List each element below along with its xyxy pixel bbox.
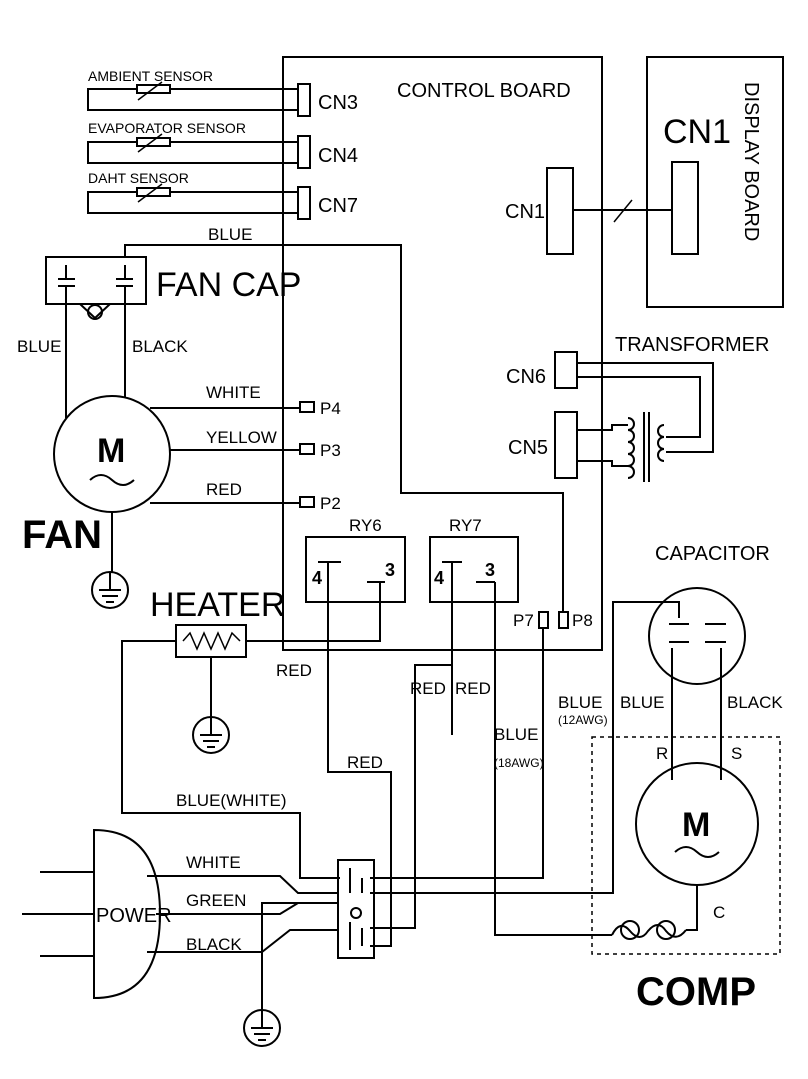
p3-label: P3: [320, 441, 341, 460]
blue-top-wire: [124, 244, 564, 612]
display-board-label: DISPLAY BOARD: [740, 82, 762, 241]
blue-white-label: BLUE(WHITE): [176, 791, 287, 810]
bus-slash: [613, 199, 633, 223]
red-mid-label: RED: [347, 753, 383, 772]
fan-cap-label: FAN CAP: [156, 266, 301, 304]
ry7-pin3: 3: [485, 560, 495, 580]
ry7-relay: [429, 536, 519, 603]
heater-label: HEATER: [150, 586, 285, 624]
yellow-fan-label: YELLOW: [206, 428, 277, 447]
red-ry7-b-label: RED: [455, 679, 491, 698]
cn4-connector: [297, 135, 311, 169]
cn4-label: CN4: [318, 145, 358, 167]
black-fan-label: BLACK: [132, 337, 188, 356]
p8-pin: [558, 611, 569, 629]
thermal-fuse-icon: [611, 920, 687, 940]
red-ry7-a-label: RED: [410, 679, 446, 698]
motor-icon: M: [97, 432, 125, 470]
green-power-label: GREEN: [186, 891, 246, 910]
ground-icon: [91, 571, 129, 609]
blue-top-wire-label: BLUE: [208, 225, 252, 244]
cn5-connector: [554, 411, 578, 479]
display-board-cn1-label: CN1: [663, 113, 731, 151]
black-power-label: BLACK: [186, 935, 242, 954]
fan-cap-clip: [79, 303, 111, 320]
cn3-label: CN3: [318, 92, 358, 114]
evaporator-sensor-label: EVAPORATOR SENSOR: [88, 120, 246, 136]
ry6-pin3: 3: [385, 560, 395, 580]
ry7-pin4: 4: [434, 568, 444, 588]
p3-pin: [299, 443, 315, 455]
cn5-label: CN5: [508, 437, 548, 459]
cn7-label: CN7: [318, 195, 358, 217]
blue-fan-label: BLUE: [17, 337, 61, 356]
transformer-icon: [627, 412, 665, 482]
resistor-icon: [182, 631, 241, 651]
compressor-box: [591, 736, 781, 955]
black-cap-label: BLACK: [727, 693, 783, 712]
capacitor: [648, 587, 746, 685]
red-fan-label: RED: [206, 480, 242, 499]
blue-12awg-label: BLUE: [558, 693, 602, 712]
blue-cap-label: BLUE: [620, 693, 664, 712]
ground-icon: [243, 1009, 281, 1047]
red-heater-label: RED: [276, 661, 312, 680]
evaporator-sensor-thermistor: [136, 137, 171, 147]
p2-label: P2: [320, 494, 341, 513]
cn6-connector: [554, 351, 578, 389]
p7-pin: [538, 611, 549, 629]
cn1-connector: [546, 167, 574, 255]
comp-r-label: R: [656, 744, 668, 763]
ry7-label: RY7: [449, 516, 482, 535]
fan-label: FAN: [22, 513, 102, 557]
awg18-label: (18AWG): [494, 756, 544, 770]
control-board: [282, 56, 603, 651]
blue-18awg-label: BLUE: [494, 725, 538, 744]
fan-cap: [45, 256, 147, 305]
power-label: POWER: [96, 905, 172, 927]
cn7-connector: [297, 186, 311, 220]
display-cn1-connector: [671, 161, 699, 255]
control-board-label: CONTROL BOARD: [397, 80, 571, 102]
heater: [175, 624, 247, 658]
cn1-label: CN1: [505, 201, 545, 223]
p2-pin: [299, 496, 315, 508]
capacitor-label: CAPACITOR: [655, 543, 770, 565]
daht-sensor-thermistor: [136, 187, 171, 197]
p4-label: P4: [320, 399, 341, 418]
display-board: [646, 56, 784, 308]
p7-label: P7: [513, 611, 534, 630]
cn6-label: CN6: [506, 366, 546, 388]
p8-label: P8: [572, 611, 593, 630]
white-fan-label: WHITE: [206, 383, 261, 402]
terminal-block: [337, 859, 375, 959]
ry6-pin4: 4: [312, 568, 322, 588]
ry6-label: RY6: [349, 516, 382, 535]
ground-icon: [192, 716, 230, 754]
transformer-label: TRANSFORMER: [615, 334, 769, 356]
comp-label: COMP: [636, 970, 756, 1014]
daht-sensor-label: DAHT SENSOR: [88, 170, 189, 186]
ambient-sensor-label: AMBIENT SENSOR: [88, 68, 213, 84]
ry6-relay: [305, 536, 406, 603]
white-power-label: WHITE: [186, 853, 241, 872]
comp-c-label: C: [713, 903, 725, 922]
motor-icon: M: [682, 806, 710, 844]
p4-pin: [299, 401, 315, 413]
awg12-label: (12AWG): [558, 713, 608, 727]
comp-s-label: S: [731, 744, 742, 763]
cn3-connector: [297, 83, 311, 117]
